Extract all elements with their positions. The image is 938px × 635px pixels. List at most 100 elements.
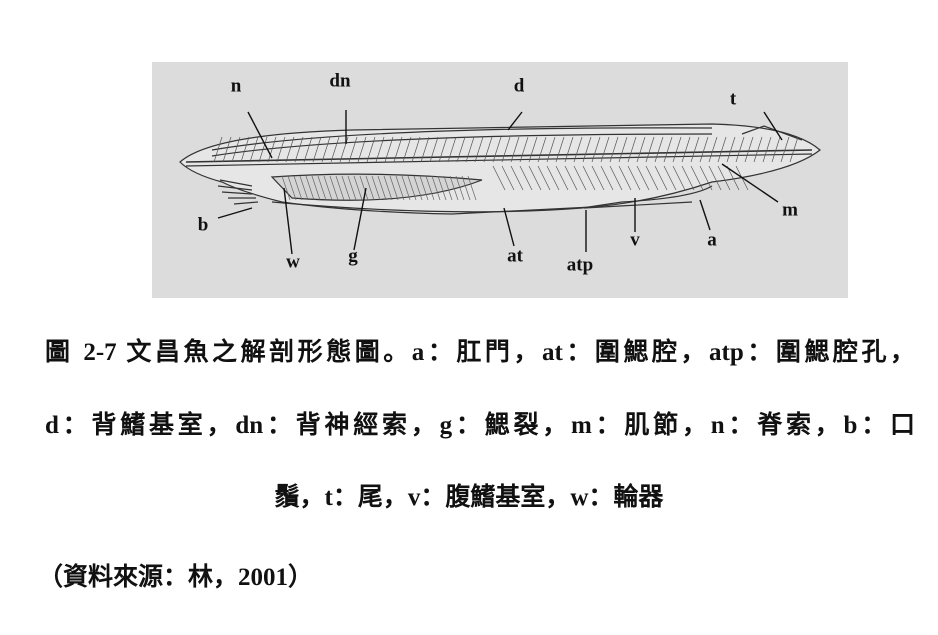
myomere-line [528, 165, 542, 191]
label-w: w [286, 251, 300, 273]
myomere-line [555, 136, 565, 163]
myomere-line [393, 136, 403, 163]
myomere-line [618, 136, 628, 163]
myomere-line [591, 136, 601, 163]
label-a: a [707, 229, 717, 251]
myomere-line [519, 136, 529, 163]
myomere-line [564, 136, 574, 163]
lancelet-illustration [179, 110, 821, 255]
myomere-line [384, 136, 394, 163]
myomere-line [519, 165, 533, 191]
label-d: d [513, 75, 525, 97]
myomere-line [510, 136, 520, 163]
myomere-line [447, 136, 457, 163]
myomere-line [285, 136, 295, 163]
gill-bar [401, 175, 411, 201]
myomere-line [600, 165, 614, 191]
myomere-line [438, 136, 448, 163]
myomere-line [735, 136, 745, 163]
myomere-line [555, 165, 569, 191]
lancelet-anatomy-figure: n dn d t m b w g at atp v a [152, 62, 848, 298]
myomere-line [249, 136, 259, 163]
myomere-line [348, 136, 358, 163]
myomere-line [744, 136, 754, 163]
myomere-line [402, 136, 412, 163]
myomere-line [429, 136, 439, 163]
gill-bar [335, 175, 345, 201]
caption-line-1: 圖 2-7 文昌魚之解剖形態圖。a：肛門，at：圍鰓腔，atp：圍鰓腔孔， [45, 339, 915, 366]
gill-bar [323, 175, 333, 201]
gill-bar [299, 175, 309, 201]
myomere-line [546, 136, 556, 163]
myomere-line [663, 165, 677, 191]
myomere-line [699, 165, 713, 191]
myomere-line [564, 165, 578, 191]
gill-bar [329, 175, 339, 201]
myomere-line [528, 136, 538, 163]
label-t: t [729, 88, 737, 110]
myomere-line [708, 136, 718, 163]
myomere-line [600, 136, 610, 163]
label-atp: atp [566, 254, 594, 276]
myomere-line [573, 136, 583, 163]
myomere-line [681, 165, 695, 191]
myomere-line [510, 165, 524, 191]
myomere-line [591, 165, 605, 191]
gill-bar [431, 175, 441, 201]
gill-bar [305, 175, 315, 201]
myomere-line [627, 165, 641, 191]
myomere-line [375, 136, 385, 163]
gill-bar [413, 175, 423, 201]
myomere-line [636, 165, 650, 191]
myomere-line [645, 165, 659, 191]
myomere-line [762, 136, 772, 163]
myomere-line [609, 165, 623, 191]
label-m: m [782, 199, 798, 221]
gill-bar [281, 175, 291, 201]
myomere-line [357, 136, 367, 163]
gill-bar [455, 175, 465, 201]
myomere-line [609, 136, 619, 163]
myomere-line [780, 136, 790, 163]
myomere-line [681, 136, 691, 163]
gill-bar [437, 175, 447, 201]
gill-bar [311, 175, 321, 201]
myomere-line [636, 136, 646, 163]
gill-bar [359, 175, 369, 201]
myomere-line [771, 136, 781, 163]
myomere-line [582, 165, 596, 191]
myomere-line [492, 165, 506, 191]
gill-bar [461, 175, 471, 201]
myomere-line [699, 136, 709, 163]
myomere-line [690, 136, 700, 163]
myomere-line [789, 136, 799, 163]
gill-bar [353, 175, 363, 201]
gill-bar [293, 175, 303, 201]
myomere-line [294, 136, 304, 163]
label-b: b [197, 214, 209, 236]
myomere-line [321, 136, 331, 163]
gill-bar [449, 175, 459, 201]
gill-bar [395, 175, 405, 201]
myomere-line [330, 136, 340, 163]
label-n: n [230, 75, 242, 97]
myomere-line [267, 136, 277, 163]
myomere-line [501, 136, 511, 163]
caption-line-2: d：背鰭基室，dn：背神經索，g：鰓裂，m：肌節，n：脊索，b：口 [45, 412, 915, 439]
myomere-line [474, 136, 484, 163]
gill-bar [383, 175, 393, 201]
myomere-line [627, 136, 637, 163]
myomere-line [726, 136, 736, 163]
myomere-line [663, 136, 673, 163]
myomere-line [465, 136, 475, 163]
gill-bar [407, 175, 417, 201]
myomere-line [258, 136, 268, 163]
myomere-line [420, 136, 430, 163]
label-v: v [630, 229, 640, 251]
label-g: g [348, 245, 358, 267]
myomere-line [411, 136, 421, 163]
gill-bar [389, 175, 399, 201]
myomere-line [456, 136, 466, 163]
myomere-line [231, 136, 241, 163]
myomere-line [618, 165, 632, 191]
